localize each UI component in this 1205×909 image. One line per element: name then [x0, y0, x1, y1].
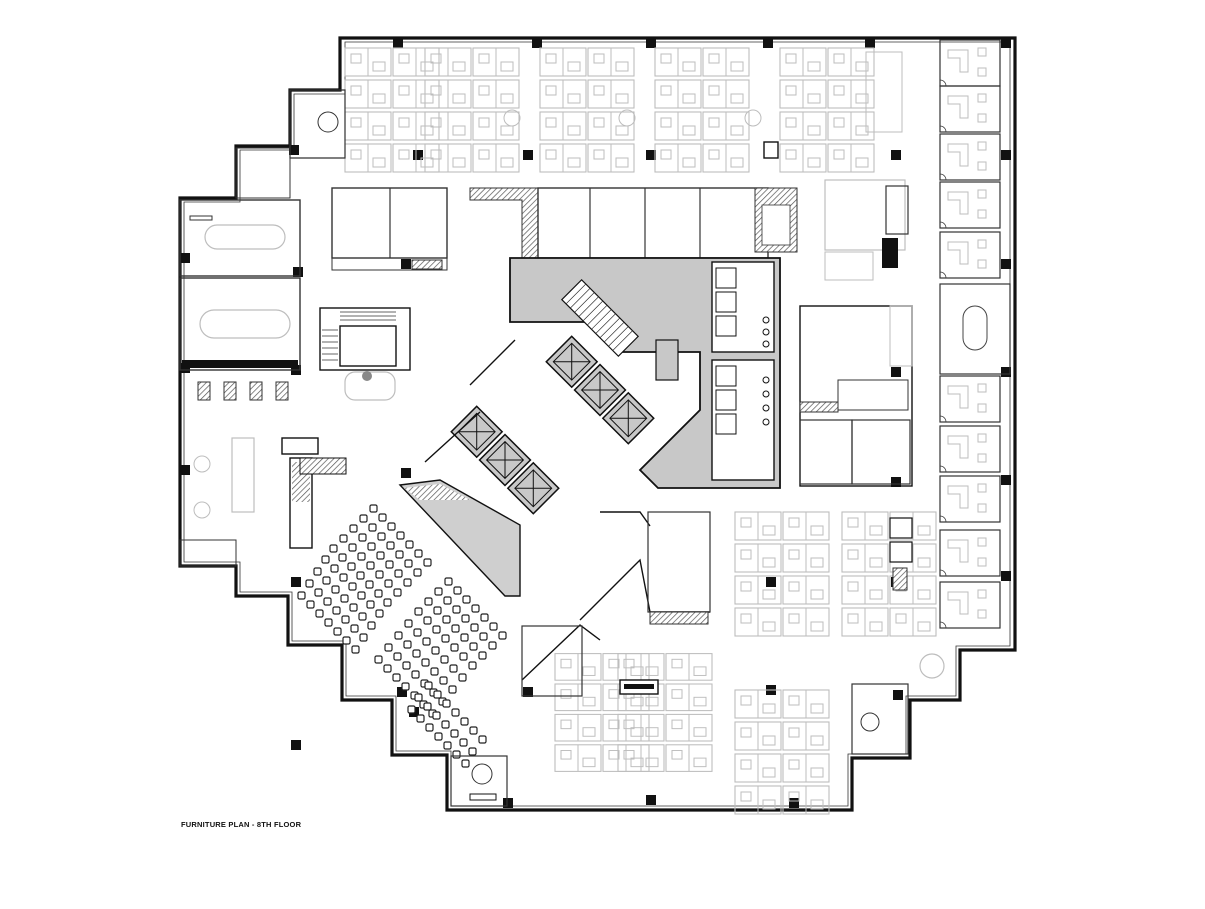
- upper-middle-offices: [331, 179, 909, 281]
- top-workstations: [345, 48, 903, 172]
- right-perimeter-offices: [939, 39, 1011, 629]
- left-conference-rooms: [179, 89, 346, 567]
- lower-right-workstations: [647, 511, 945, 679]
- left-stair: [319, 307, 411, 401]
- bottom-workstations: [450, 625, 909, 814]
- exterior-wall: [178, 36, 1017, 812]
- reception-area: [281, 437, 347, 549]
- structural-columns: [180, 38, 1011, 808]
- building-core: [398, 257, 781, 597]
- drawing-caption: FURNITURE PLAN - 8TH FLOOR: [181, 820, 302, 829]
- right-middle-rooms: [799, 305, 913, 487]
